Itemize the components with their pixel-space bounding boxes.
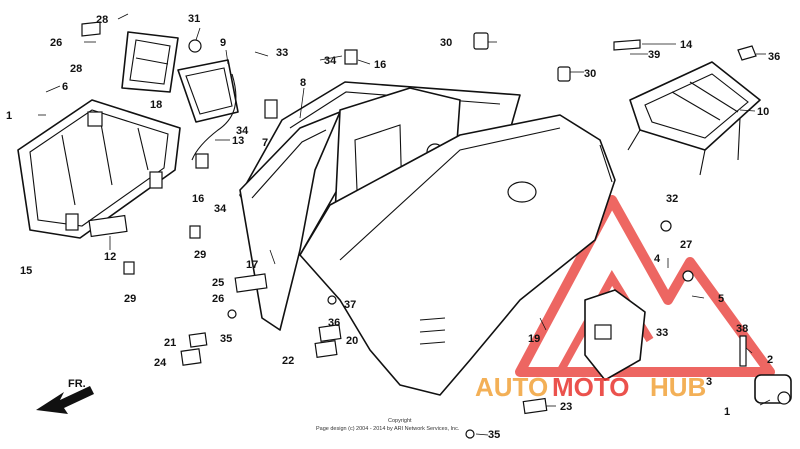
copyright-line-2: Page design (c) 2004 - 2014 by ARI Netwo… bbox=[316, 426, 460, 432]
callout-3: 3 bbox=[706, 376, 712, 388]
callout-32: 32 bbox=[666, 193, 678, 205]
callout-38: 38 bbox=[736, 323, 748, 335]
callout-6: 6 bbox=[62, 81, 68, 93]
callout-1: 1 bbox=[724, 406, 730, 418]
callout-13: 13 bbox=[232, 135, 244, 147]
watermark-auto: AUTO bbox=[475, 372, 548, 402]
callout-22: 22 bbox=[282, 355, 294, 367]
callout-35: 35 bbox=[220, 333, 232, 345]
part-9-gasket bbox=[177, 59, 239, 123]
callout-14: 14 bbox=[680, 39, 693, 51]
callout-26: 26 bbox=[50, 37, 62, 49]
callout-31: 31 bbox=[188, 13, 200, 25]
watermark-moto: MOTO bbox=[552, 372, 630, 402]
callout-17: 17 bbox=[246, 259, 258, 271]
callout-2: 2 bbox=[767, 354, 773, 366]
watermark-hub: HUB bbox=[650, 372, 706, 402]
callout-34: 34 bbox=[236, 125, 249, 137]
part-13-cable bbox=[191, 73, 237, 161]
callout-27: 27 bbox=[680, 239, 692, 251]
fr-label: FR. bbox=[68, 378, 86, 390]
callout-19: 19 bbox=[528, 333, 540, 345]
part-2-lock bbox=[754, 374, 792, 405]
callout-29: 29 bbox=[124, 293, 136, 305]
callout-16: 16 bbox=[192, 193, 204, 205]
callout-15: 15 bbox=[20, 265, 32, 277]
callout-25: 25 bbox=[212, 277, 224, 289]
callout-1: 1 bbox=[6, 110, 12, 122]
callout-34: 34 bbox=[324, 55, 337, 67]
part-19-main-cowl bbox=[299, 114, 616, 396]
callout-numbers: 1 1 2 3 4 5 6 7 8 9 10 12 13 14 15 16 16… bbox=[6, 13, 780, 441]
callout-20: 20 bbox=[346, 335, 358, 347]
callout-24: 24 bbox=[154, 357, 167, 369]
callout-28: 28 bbox=[70, 63, 82, 75]
callout-21: 21 bbox=[164, 337, 176, 349]
callout-33: 33 bbox=[656, 327, 668, 339]
callout-29: 29 bbox=[194, 249, 206, 261]
copyright-line-1: Copyright bbox=[388, 418, 412, 424]
callout-18: 18 bbox=[150, 99, 162, 111]
callout-4: 4 bbox=[654, 253, 661, 265]
callout-10: 10 bbox=[757, 106, 769, 118]
callout-16: 16 bbox=[374, 59, 386, 71]
callout-8: 8 bbox=[300, 77, 306, 89]
hardware-parts bbox=[81, 21, 757, 439]
callout-26: 26 bbox=[212, 293, 224, 305]
callout-36: 36 bbox=[328, 317, 340, 329]
callout-30: 30 bbox=[584, 68, 596, 80]
front-direction-arrow: FR. bbox=[36, 378, 94, 414]
callout-33: 33 bbox=[276, 47, 288, 59]
part-10-carrier-rack bbox=[627, 61, 761, 176]
watermark-text: AUTO MOTO HUB bbox=[475, 372, 706, 402]
part-15-frame bbox=[17, 99, 181, 239]
part-18-box bbox=[121, 31, 179, 93]
leader-lines bbox=[38, 13, 771, 436]
callout-9: 9 bbox=[220, 37, 226, 49]
callout-37: 37 bbox=[344, 299, 356, 311]
callout-28: 28 bbox=[96, 14, 108, 26]
copyright-notice: Copyright Page design (c) 2004 - 2014 by… bbox=[316, 418, 460, 432]
callout-23: 23 bbox=[560, 401, 572, 413]
callout-30: 30 bbox=[440, 37, 452, 49]
callout-7: 7 bbox=[262, 137, 268, 149]
callout-5: 5 bbox=[718, 293, 724, 305]
callout-35: 35 bbox=[488, 429, 500, 441]
part-3-bracket bbox=[584, 289, 646, 381]
callout-36: 36 bbox=[768, 51, 780, 63]
callout-39: 39 bbox=[648, 49, 660, 61]
callout-34: 34 bbox=[214, 203, 227, 215]
callout-12: 12 bbox=[104, 251, 116, 263]
